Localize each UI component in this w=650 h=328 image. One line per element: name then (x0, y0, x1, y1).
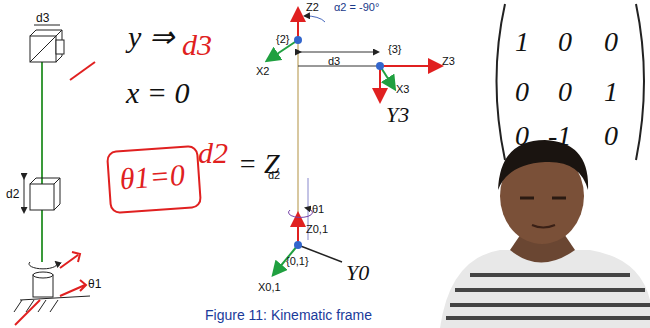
matrix-cell: 0 (515, 78, 529, 106)
annotation-text: x = 0 (126, 78, 190, 108)
annotation-text: {3} (388, 44, 401, 55)
annotation-text: d3 (328, 56, 340, 67)
annotation-text: Y0 (346, 262, 369, 284)
annotation-text: d2 (198, 138, 228, 168)
figure-caption: Figure 11: Kinematic frame (205, 308, 372, 322)
matrix-cell: 0 (558, 28, 572, 56)
annotation-text: d2 (268, 170, 280, 181)
matrix-cell: 1 (515, 28, 529, 56)
annotation-text: X0,1 (258, 282, 281, 293)
annotation-text: X3 (396, 84, 409, 95)
annotation-text: X2 (256, 66, 269, 77)
matrix-cell: 1 (604, 78, 618, 106)
annotation-text: y ⇒ (128, 22, 174, 52)
annotation-text: α2 = -90° (334, 2, 379, 13)
annotation-text: Y3 (386, 104, 409, 126)
highlight-box: θ1=0 (106, 145, 202, 214)
annotation-text: Z0,1 (306, 224, 328, 235)
annotation-text: θ1 (88, 278, 101, 290)
annotation-text: d3 (182, 30, 212, 60)
annotation-text: Z3 (442, 56, 455, 67)
matrix-cell: 0 (604, 28, 618, 56)
annotation-text: d3 (36, 12, 49, 24)
annotation-text: d2 (6, 188, 19, 200)
annotation-text: {2} (276, 34, 289, 45)
matrix-cell: 0 (515, 122, 529, 150)
matrix-cell: 0 (604, 122, 618, 150)
node-text: θ1=0 (119, 158, 189, 197)
matrix-cell: -1 (548, 122, 571, 150)
matrix-cell: 0 (558, 78, 572, 106)
annotation-text: {0,1} (286, 256, 309, 267)
annotation-text: θ1 (312, 204, 324, 215)
annotation-text: Z2 (306, 2, 319, 13)
